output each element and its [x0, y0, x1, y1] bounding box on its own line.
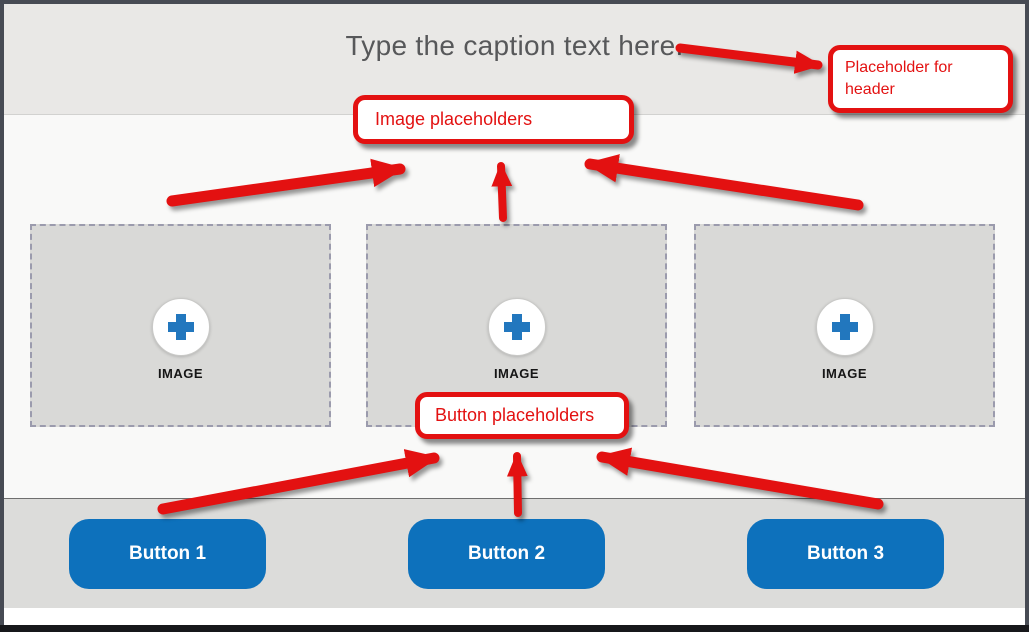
annotation-button-placeholders: Button placeholders	[415, 392, 629, 439]
button-2[interactable]: Button 2	[408, 519, 605, 589]
plus-icon	[167, 314, 194, 340]
button-1[interactable]: Button 1	[69, 519, 266, 589]
annotation-text: Placeholder for header	[845, 58, 953, 98]
plus-icon	[831, 314, 858, 340]
screen-canvas: Type the caption text here. IMAGE IMAGE	[4, 4, 1025, 625]
arrow-button-right	[596, 447, 884, 510]
footer-strip	[4, 608, 1025, 625]
plus-icon	[503, 314, 530, 340]
caption-placeholder-text[interactable]: Type the caption text here.	[345, 30, 684, 61]
annotation-header-placeholder: Placeholder for header	[828, 45, 1013, 113]
arrow-image-right	[584, 154, 864, 211]
add-image-button[interactable]	[151, 298, 210, 356]
image-placeholder-1[interactable]: IMAGE	[30, 224, 331, 427]
button-3[interactable]: Button 3	[747, 519, 944, 589]
image-label: IMAGE	[157, 366, 204, 381]
arrow-image-middle	[491, 162, 513, 222]
image-label: IMAGE	[821, 366, 868, 381]
annotation-text: Image placeholders	[375, 109, 533, 129]
annotation-text: Button placeholders	[435, 405, 595, 425]
image-label: IMAGE	[493, 366, 540, 381]
arrow-image-left	[166, 158, 406, 207]
add-image-button[interactable]	[815, 298, 874, 356]
add-image-button[interactable]	[487, 298, 546, 356]
image-placeholder-3[interactable]: IMAGE	[694, 224, 995, 427]
annotation-image-placeholders: Image placeholders	[353, 95, 634, 144]
